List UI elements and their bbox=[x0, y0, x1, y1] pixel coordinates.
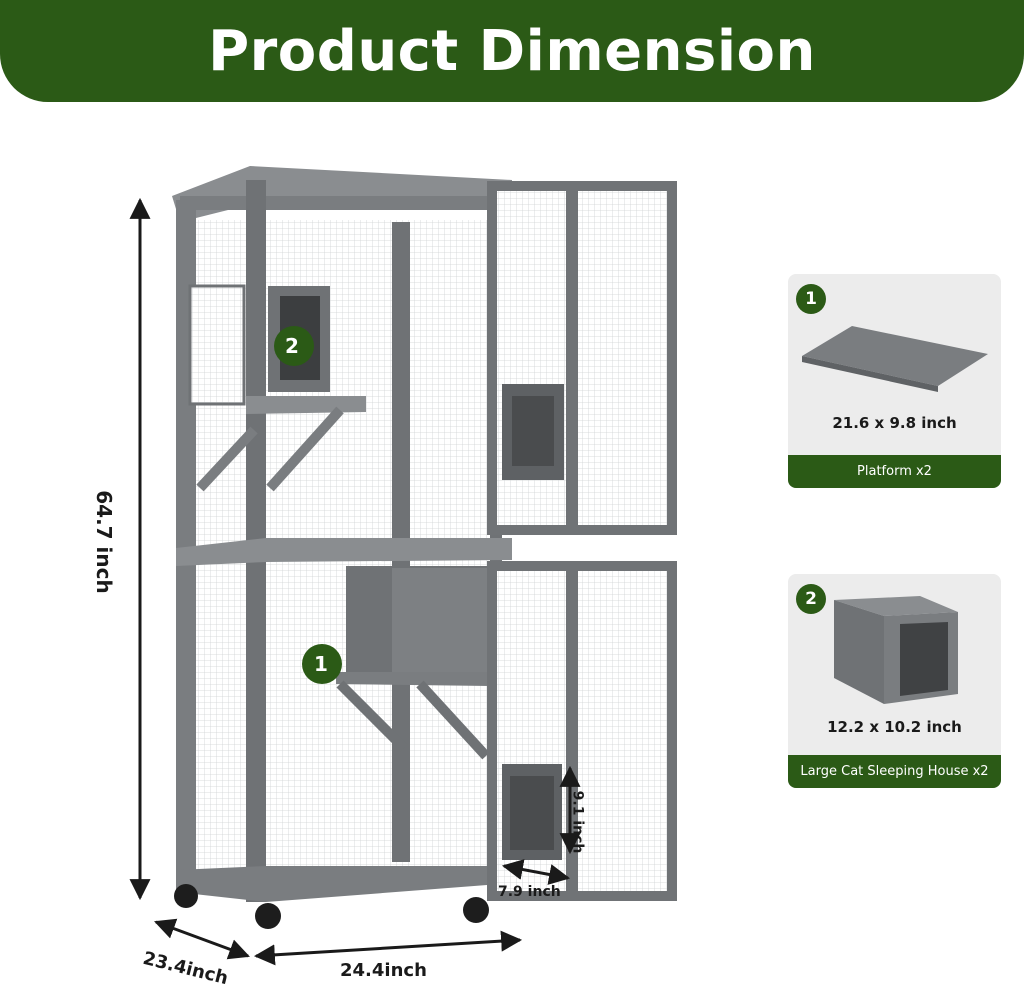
lower-platform bbox=[336, 672, 490, 686]
callout-number-2: 2 bbox=[285, 334, 299, 358]
wheel bbox=[463, 897, 489, 923]
lower-door bbox=[487, 561, 677, 901]
accessory-card-platform: 1 21.6 x 9.8 inch Platform x2 bbox=[788, 274, 1001, 488]
accessory-card-house: 2 12.2 x 10.2 inch Large Cat Sleeping Ho… bbox=[788, 574, 1001, 788]
platform-illustration bbox=[802, 326, 988, 392]
callout-marker-2 bbox=[274, 326, 314, 366]
card-badge: 1 bbox=[796, 284, 826, 314]
cage-top-beam bbox=[180, 196, 512, 210]
wheel bbox=[255, 903, 281, 929]
callout-number-1: 1 bbox=[314, 652, 328, 676]
width-arrow bbox=[253, 930, 523, 966]
cage-roof bbox=[172, 166, 512, 222]
page-title: Product Dimension bbox=[208, 18, 816, 84]
width-label: 24.4inch bbox=[340, 960, 427, 981]
card-caption: Platform x2 bbox=[788, 455, 1001, 488]
door-width-arrow bbox=[501, 859, 571, 885]
card-badge: 2 bbox=[796, 584, 826, 614]
title-banner: Product Dimension bbox=[0, 0, 1024, 102]
middle-shelf bbox=[176, 538, 512, 566]
house-illustration bbox=[834, 596, 958, 704]
upper-platform bbox=[246, 396, 366, 414]
cage-base bbox=[176, 866, 500, 902]
upper-house-mesh bbox=[188, 284, 246, 406]
wheel bbox=[174, 884, 198, 908]
card-size: 12.2 x 10.2 inch bbox=[827, 718, 962, 736]
card-size: 21.6 x 9.8 inch bbox=[832, 414, 957, 432]
card-caption: Large Cat Sleeping House x2 bbox=[788, 755, 1001, 788]
door-width-label: 7.9 inch bbox=[498, 884, 561, 900]
depth-arrow bbox=[154, 918, 250, 960]
callout-marker-1 bbox=[302, 644, 342, 684]
height-label: 64.7 inch bbox=[91, 490, 116, 594]
door-height-label: 9.1 inch bbox=[569, 790, 586, 854]
